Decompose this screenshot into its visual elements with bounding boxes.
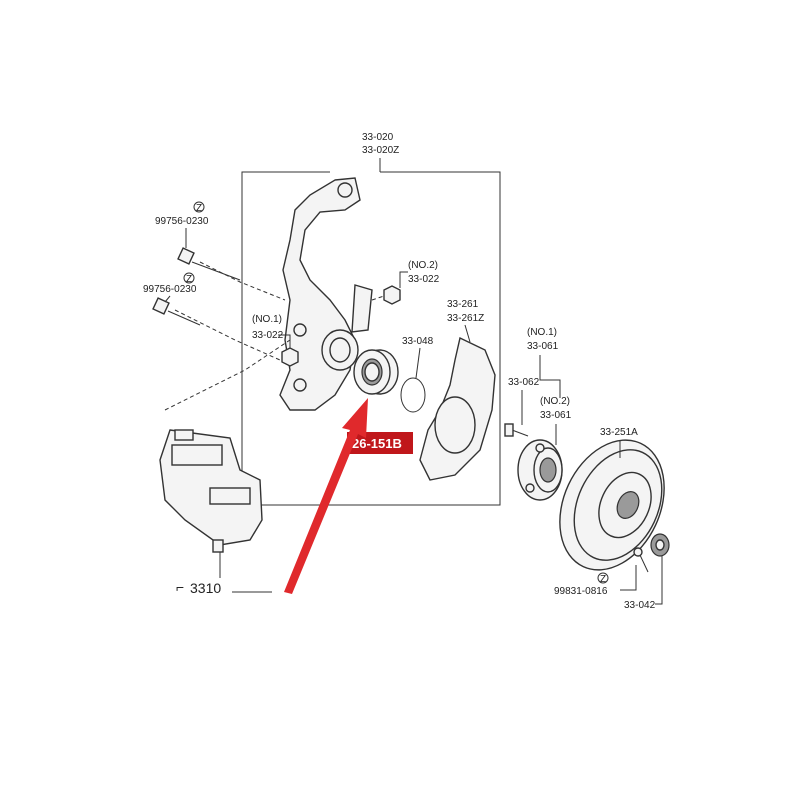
highlight-callout: 26-151B	[347, 432, 413, 454]
label-nut-upper: 33-022	[408, 274, 440, 285]
label-hub-2: 33-061	[540, 410, 572, 421]
label-screw: 99831-0816	[554, 586, 608, 597]
label-shield-1: 33-261	[447, 299, 479, 310]
label-nut-lower-note: (NO.1)	[252, 314, 282, 325]
label-z-screw: Z	[600, 574, 606, 585]
z-circle-upper	[193, 201, 205, 213]
label-bolt-lower: 99756-0230	[143, 284, 197, 295]
label-z-upper: Z	[196, 203, 202, 214]
hub-bolt	[504, 423, 529, 437]
label-z-lower: Z	[186, 274, 192, 285]
lock-nut	[650, 533, 670, 557]
brake-disc	[559, 439, 665, 571]
label-hub-note2: (NO.2)	[540, 396, 570, 407]
label-disc: 33-251A	[600, 427, 638, 438]
label-circlip: 33-048	[402, 336, 434, 347]
brake-caliper	[159, 429, 263, 553]
steering-knuckle	[279, 177, 373, 411]
label-hub-note1: (NO.1)	[527, 327, 557, 338]
disc-screw	[633, 547, 649, 573]
label-caliper: 3310	[190, 580, 221, 596]
label-hub-bolt: 33-062	[508, 377, 540, 388]
dust-shield	[419, 336, 496, 481]
wheel-hub	[517, 439, 563, 501]
highlight-label: 26-151B	[352, 436, 402, 451]
label-nut-upper-note: (NO.2)	[408, 260, 438, 271]
label-shield-2: 33-261Z	[447, 313, 484, 324]
label-nut-lower: 33-022	[252, 330, 284, 341]
label-knuckle-1: 33-020	[362, 132, 394, 143]
label-caliper-icon: ⌐	[176, 579, 184, 595]
circlip	[400, 377, 426, 413]
nut-upper	[383, 285, 401, 305]
label-bolt-upper: 99756-0230	[155, 216, 209, 227]
bolt-lower	[152, 297, 201, 326]
z-circle-lower	[183, 272, 195, 284]
group-frame	[241, 171, 501, 506]
label-locknut: 33-042	[624, 600, 656, 611]
wheel-bearing	[353, 349, 399, 395]
label-hub-1: 33-061	[527, 341, 559, 352]
label-knuckle-2: 33-020Z	[362, 145, 399, 156]
bolt-upper	[177, 247, 241, 281]
red-arrow	[284, 398, 368, 594]
nut-lower	[281, 347, 299, 367]
